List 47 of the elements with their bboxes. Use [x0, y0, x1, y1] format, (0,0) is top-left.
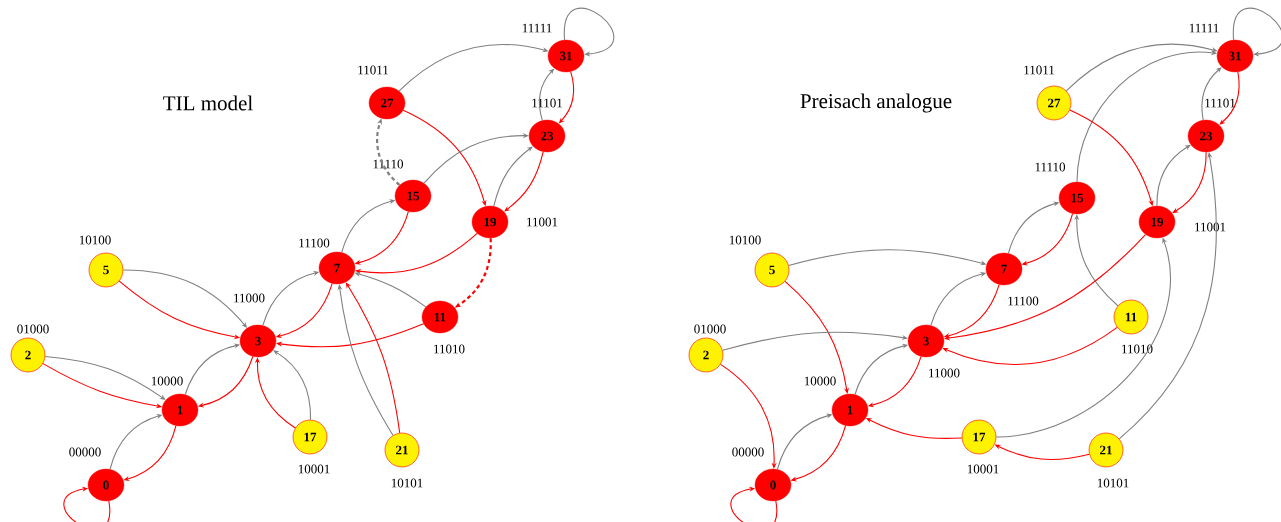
arrow	[784, 280, 850, 394]
state-label: 11111	[522, 23, 552, 33]
arrow	[273, 350, 312, 421]
state-label: 10000	[804, 376, 836, 386]
state-label: 11011	[358, 65, 388, 75]
state-label: 11000	[929, 368, 960, 378]
state-label: 11010	[1122, 344, 1153, 354]
arrow	[564, 7, 615, 57]
state-label: 10100	[79, 235, 111, 245]
arrow	[1118, 152, 1217, 440]
arrow	[493, 146, 533, 207]
state-label: 10100	[729, 235, 761, 245]
panel-title: Preisach analogue	[800, 93, 952, 113]
arrow	[1201, 67, 1222, 121]
state-label: 10001	[967, 464, 999, 474]
arrow	[63, 486, 111, 522]
state-label: 11100	[1008, 296, 1039, 306]
state-label: 11110	[1035, 162, 1066, 172]
state-label: 01000	[694, 324, 726, 334]
state-label: 11110	[373, 159, 404, 169]
arrow	[944, 233, 1146, 341]
arrow	[337, 284, 394, 436]
state-label: 10101	[391, 478, 423, 488]
arrow	[504, 151, 544, 212]
state-label: 10001	[298, 464, 330, 474]
state-label: 11001	[527, 217, 558, 227]
state-label: 11010	[434, 344, 465, 354]
state-label: 10000	[151, 376, 183, 386]
state-label: 11111	[1189, 23, 1219, 33]
state-label: 00000	[732, 447, 764, 457]
state-label: 00000	[69, 447, 101, 457]
state-label: 11100	[299, 238, 330, 248]
arrow	[345, 282, 401, 434]
arrow	[276, 323, 425, 348]
state-label: 10101	[1097, 478, 1129, 488]
arrow	[730, 486, 778, 522]
state-label: 11101	[532, 98, 562, 108]
state-label: 11000	[234, 293, 265, 303]
state-label: 11011	[1024, 65, 1054, 75]
state-label: 11001	[1195, 222, 1226, 232]
arrow	[44, 355, 166, 400]
arrow	[1233, 7, 1281, 57]
state-label: 11101	[1205, 98, 1235, 108]
panel-title: TIL model	[163, 95, 253, 111]
arrow	[355, 232, 478, 274]
arrow	[1219, 71, 1240, 125]
state-label: 01000	[17, 324, 49, 334]
